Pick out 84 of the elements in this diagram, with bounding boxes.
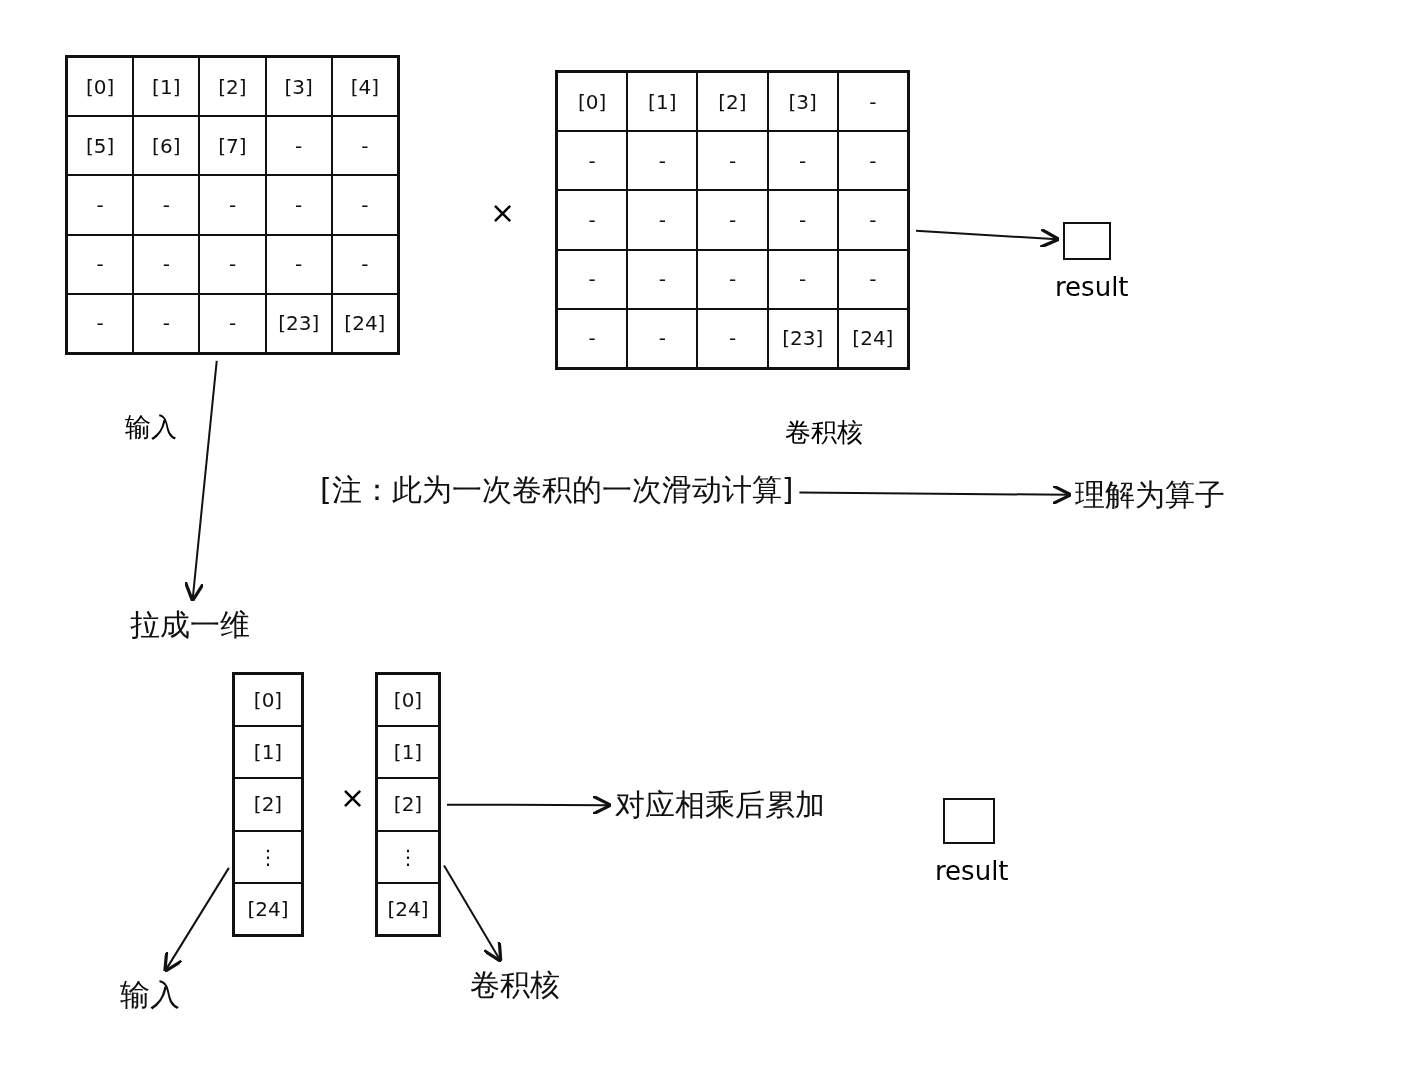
matrix-cell: [24] bbox=[331, 293, 398, 353]
matrix-cell: [2] bbox=[377, 778, 439, 831]
matrix-cell: [24] bbox=[837, 308, 908, 368]
matrix-cell: - bbox=[557, 190, 628, 250]
matrix-cell: ⋮ bbox=[377, 830, 439, 883]
matrix-cell: [2] bbox=[234, 778, 302, 831]
matrix-cell: [2] bbox=[199, 57, 266, 117]
flatten-text: 拉成一维 bbox=[130, 605, 250, 646]
matrix-cell: - bbox=[837, 249, 908, 309]
matrix-cell: [1] bbox=[627, 72, 698, 132]
matrix-cell: - bbox=[67, 293, 134, 353]
matrix-cell: [3] bbox=[265, 57, 332, 117]
matrix-cell: - bbox=[265, 234, 332, 294]
result-label: result bbox=[1055, 272, 1129, 302]
matrix-cell: - bbox=[265, 116, 332, 176]
kernel-text: 卷积核 bbox=[470, 965, 560, 1006]
matrix-cell: [1] bbox=[377, 726, 439, 779]
matrix-cell: - bbox=[767, 249, 838, 309]
matrix-cell: [23] bbox=[767, 308, 838, 368]
kernel-matrix bbox=[555, 70, 910, 370]
matrix-cell: [0] bbox=[67, 57, 134, 117]
matrix-cell: - bbox=[697, 131, 768, 191]
matrix-cell: - bbox=[627, 131, 698, 191]
input-matrix bbox=[65, 55, 400, 355]
matrix-cell: [5] bbox=[67, 116, 134, 176]
matrix-cell: [4] bbox=[331, 57, 398, 117]
arrow bbox=[915, 227, 1061, 249]
matrix-cell: [24] bbox=[377, 882, 439, 935]
matrix-cell: - bbox=[627, 190, 698, 250]
matrix-cell: - bbox=[837, 72, 908, 132]
caption-label: 卷积核 bbox=[785, 416, 863, 449]
matrix-cell: - bbox=[557, 249, 628, 309]
matrix-cell: - bbox=[331, 175, 398, 235]
multiply-sign: × bbox=[490, 195, 516, 230]
matrix-cell: ⋮ bbox=[234, 830, 302, 883]
multiply-sign: × bbox=[340, 780, 366, 815]
matrix-cell: - bbox=[331, 116, 398, 176]
matrix-cell: - bbox=[557, 308, 628, 368]
matrix-cell: - bbox=[67, 234, 134, 294]
matrix-cell: [0] bbox=[557, 72, 628, 132]
arrow bbox=[163, 866, 230, 974]
note-text: [注：此为一次卷积的一次滑动计算] bbox=[320, 470, 794, 511]
matrix-cell: - bbox=[697, 190, 768, 250]
arrow bbox=[798, 484, 1073, 506]
matrix-cell: [7] bbox=[199, 116, 266, 176]
matrix-cell: - bbox=[199, 175, 266, 235]
matrix-cell: - bbox=[265, 175, 332, 235]
matrix-cell: [1] bbox=[234, 726, 302, 779]
matrix-cell: - bbox=[199, 293, 266, 353]
matrix-cell: - bbox=[697, 249, 768, 309]
matrix-cell: - bbox=[767, 190, 838, 250]
kernel-column bbox=[375, 672, 441, 937]
matrix-cell: - bbox=[67, 175, 134, 235]
matrix-cell: [24] bbox=[234, 882, 302, 935]
arrow bbox=[183, 359, 218, 603]
matrix-cell: [0] bbox=[377, 674, 439, 727]
matrix-cell: [1] bbox=[133, 57, 200, 117]
result-label: result bbox=[935, 856, 1009, 886]
matrix-cell: [0] bbox=[234, 674, 302, 727]
operator-text: 理解为算子 bbox=[1075, 475, 1225, 516]
input-text: 输入 bbox=[120, 975, 180, 1016]
matrix-cell: - bbox=[331, 234, 398, 294]
matrix-cell: - bbox=[627, 249, 698, 309]
arrow bbox=[443, 864, 503, 963]
matrix-cell: - bbox=[697, 308, 768, 368]
matrix-cell: [3] bbox=[767, 72, 838, 132]
matrix-cell: - bbox=[627, 308, 698, 368]
matrix-cell: - bbox=[199, 234, 266, 294]
matrix-cell: - bbox=[133, 293, 200, 353]
matrix-cell: - bbox=[133, 175, 200, 235]
matrix-cell: [6] bbox=[133, 116, 200, 176]
matrix-cell: [2] bbox=[697, 72, 768, 132]
result-box bbox=[1063, 222, 1111, 260]
input-column bbox=[232, 672, 304, 937]
matrix-cell: - bbox=[837, 190, 908, 250]
matrix-cell: - bbox=[133, 234, 200, 294]
arrow bbox=[446, 794, 613, 816]
result-box bbox=[943, 798, 995, 844]
caption-label: 输入 bbox=[125, 411, 177, 444]
matrix-cell: [23] bbox=[265, 293, 332, 353]
sum-text: 对应相乘后累加 bbox=[615, 785, 825, 826]
matrix-cell: - bbox=[837, 131, 908, 191]
matrix-cell: - bbox=[767, 131, 838, 191]
matrix-cell: - bbox=[557, 131, 628, 191]
